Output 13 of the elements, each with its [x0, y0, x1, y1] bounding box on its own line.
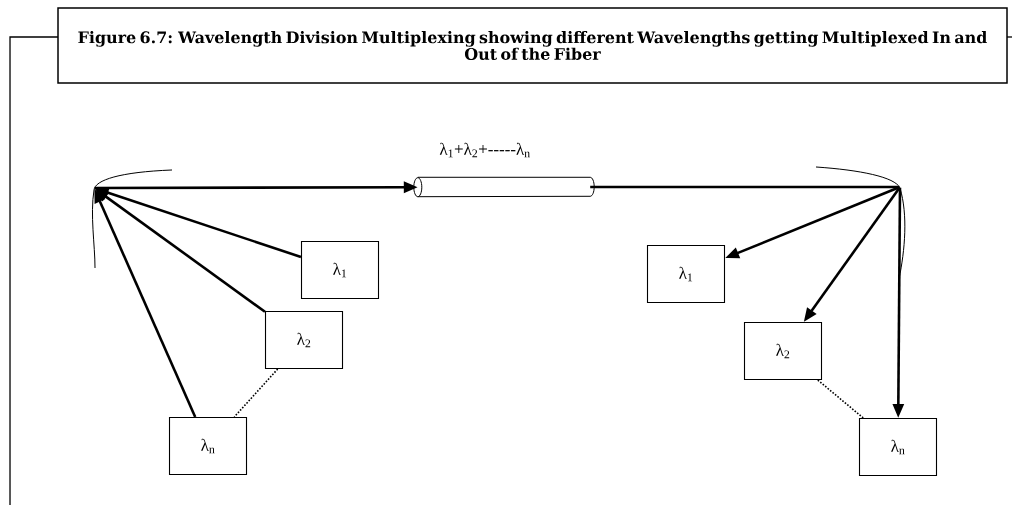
lambda-box: λ$_{n}$ — [168, 416, 248, 476]
lens-arc — [92, 169, 173, 269]
lambda-box: λ$_{1}$ — [300, 240, 380, 300]
lambda-box: λ$_{n}$ — [858, 417, 938, 477]
fiber-cylinder — [413, 176, 595, 198]
dotted-line — [817, 379, 864, 419]
lambda-box: λ$_{2}$ — [264, 310, 344, 370]
lambda-box: λ$_{2}$ — [743, 321, 823, 381]
dotted-line — [233, 368, 279, 418]
line — [590, 185, 900, 189]
signal-label: λ$_{1}$+λ$_{2}$+-----λ$_{n}$ — [439, 142, 530, 158]
lambda-box: λ$_{1}$ — [646, 244, 726, 304]
title-box: Figure 6.7: Wavelength Division Multiplexing showing different Wavelengths getting Multiplexed In and Out of the Fiber — [57, 7, 1008, 84]
